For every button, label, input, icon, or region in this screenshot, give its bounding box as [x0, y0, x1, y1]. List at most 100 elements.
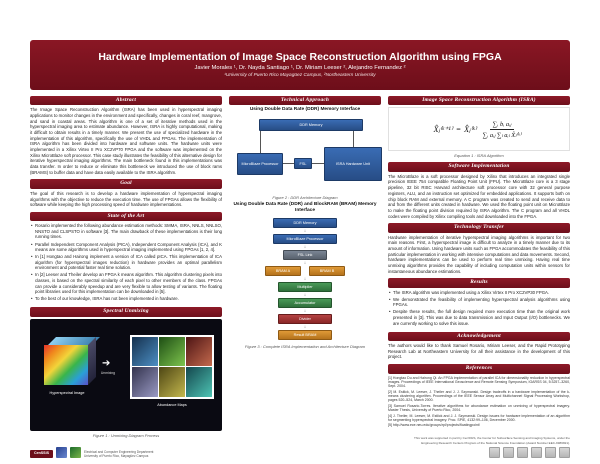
poster-footer: CenSSIS Electrical and Computer Engineer…: [30, 428, 570, 458]
software-implementation-heading: Software Implementation: [388, 162, 570, 172]
down-arrow-icon: [304, 229, 306, 233]
abundance-maps-panel: [130, 334, 214, 399]
footer-right: This work was supported in part by CenSS…: [414, 435, 570, 458]
abundance-tile: [132, 367, 158, 397]
censsis-logo: CenSSIS: [30, 450, 53, 458]
technology-transfer-heading: Technology Transfer: [388, 223, 570, 233]
diagram-box-isra: ISRA Hardware Unit: [324, 147, 382, 182]
goal-body: The goal of this research is to develop …: [30, 190, 222, 208]
section-references: References [1] Hongtao Du and Hairong Qi…: [388, 364, 570, 429]
references-heading: References: [388, 364, 570, 374]
partner-logo: [531, 447, 542, 458]
partner-logo: [503, 447, 514, 458]
figure2-caption: Figure 2 : DDR Architecture Diagram: [272, 195, 338, 201]
flow-box-microblaze: MicroBlaze Processor: [273, 233, 337, 244]
footer-left-text: Electrical and Computer Engineering Depa…: [84, 450, 153, 459]
poster-title: Hardware Implementation of Image Space R…: [98, 50, 502, 63]
section-acknowledgement: Acknowledgement The authors would like t…: [388, 331, 570, 360]
section-software-implementation: Software Implementation The MicroBlaze i…: [388, 162, 570, 219]
state-of-the-art-list: Rosario implemented the following abunda…: [30, 223, 222, 303]
connector-line: [260, 131, 261, 154]
list-item: Despite these results, the full design r…: [389, 309, 570, 326]
diagram-box-ddr: DDR Memory: [259, 119, 363, 132]
state-of-the-art-heading: State of the Art: [30, 211, 222, 222]
footer-right-line1: This work was supported in part by CenSS…: [414, 435, 570, 440]
section-technical-approach: Technical Approach Using Double Data Rat…: [229, 96, 382, 349]
department-logo: [55, 447, 67, 458]
abstract-heading: Abstract: [30, 96, 222, 106]
technical-approach-heading: Technical Approach: [229, 96, 381, 106]
footer-left-line2: University of Puerto Rico, Mayagüez Camp…: [83, 454, 149, 458]
middle-column: Technical Approach Using Double Data Rat…: [229, 96, 382, 424]
poster-header: Hardware Implementation of Image Space R…: [30, 40, 570, 90]
flow-box-bram-b: BRAM B: [309, 265, 345, 276]
bram-subheading: Using Double Data Rate (DDR) and BlockRA…: [233, 202, 377, 213]
spectral-unmixing-heading: Spectral Unmixing: [30, 307, 222, 317]
hyperspectral-cube-side-face: [88, 336, 96, 385]
list-item: In [1] Hongtao and Hairong implement a v…: [31, 254, 222, 271]
abundance-tile: [186, 367, 212, 397]
partner-logo: [517, 447, 528, 458]
connector-line: [283, 163, 294, 165]
cube-label: Hyperspectral Image: [49, 390, 85, 395]
flow-box-fsl: FSL Link: [283, 249, 327, 260]
isra-flow-diagram: DDR Memory MicroBlaze Processor FSL Link…: [229, 216, 381, 342]
reference-item: [3] Samuel Rosario-Torres. Iterative alg…: [388, 403, 570, 413]
left-column: Abstract The Image Space Reconstruction …: [30, 96, 222, 438]
list-item: We demonstrated the feasibility of imple…: [389, 297, 570, 308]
isra-heading: Image Space Reconstruction Algorithm (IS…: [388, 96, 570, 106]
software-implementation-body: The MicroBlaze is a soft processor desig…: [388, 173, 570, 219]
partner-logo: [559, 447, 570, 458]
flow-box-divider: Divider: [278, 313, 332, 324]
section-spectral-unmixing: Spectral Unmixing Hyperspectral Image Un…: [30, 307, 222, 438]
section-state-of-the-art: State of the Art Rosario implemented the…: [30, 211, 222, 303]
down-arrow-icon: [304, 309, 306, 313]
equals-sign: =: [455, 124, 462, 134]
figure1-caption: Figure 1 : Unmixing Diagram Process: [92, 432, 160, 438]
technology-transfer-body: Hardware implementation of iterative hyp…: [388, 234, 570, 274]
equation-lhs: X̂ⱼ⁽ᵏ⁺¹⁾: [433, 124, 453, 134]
flow-box-accumulator: Accumulator: [278, 297, 332, 308]
poster-columns: Abstract The Image Space Reconstruction …: [30, 96, 570, 438]
reference-item: [4] J. Theiler, M. Leeser, M. Estlick an…: [388, 413, 570, 422]
partner-logo: [489, 447, 500, 458]
list-item: Rosario implemented the following abunda…: [31, 223, 222, 240]
ddr-architecture-diagram: DDR Memory MicroBlaze Processor FSL ISRA…: [229, 115, 382, 194]
header-text: Hardware Implementation of Image Space R…: [98, 50, 502, 78]
poster-authors: Javier Morales ¹, Dr. Nayda Santiago ¹, …: [194, 65, 406, 72]
flow-box-result-bram: Result BRAM: [278, 329, 332, 340]
footer-right-line2: Engineering Research Centers Program of …: [421, 440, 570, 445]
section-results: Results The ISRA algorithm was implement…: [388, 278, 570, 327]
down-arrow-icon: [304, 261, 306, 265]
abstract-body: The Image Space Reconstruction Algorithm…: [30, 107, 222, 175]
acknowledgement-body: The authors would like to thank Samuel R…: [388, 343, 570, 360]
connector-line: [312, 163, 324, 165]
abundance-tile: [159, 367, 185, 397]
abundance-tile: [186, 336, 212, 366]
section-abstract: Abstract The Image Space Reconstruction …: [30, 96, 222, 175]
footer-left: CenSSIS Electrical and Computer Engineer…: [30, 447, 153, 458]
ddr-subheading: Using Double Data Rate (DDR) Memory Inte…: [249, 107, 361, 113]
goal-heading: Goal: [30, 179, 222, 189]
unmixing-label: Unmixing: [100, 370, 116, 375]
equation-fraction: ∑ᵢ bᵢ aᵢⱼ ∑ᵢ aᵢⱼ ∑ₗ aᵢₗ X̂ₗ⁽ᵏ⁾: [480, 120, 525, 139]
abundance-maps-label: Abundance Maps: [157, 402, 187, 407]
equation1-caption: Equation 1 : ISRA Algorithm: [454, 153, 504, 159]
down-arrow-icon: [304, 277, 306, 281]
down-arrow-icon: [304, 325, 306, 329]
unmixing-arrow-icon: [102, 359, 110, 369]
unmixing-figure: Hyperspectral Image Unmixing Abundance M…: [30, 318, 222, 431]
figure3-caption: Figure 3 : Complete ISRA Implementation …: [244, 343, 366, 349]
equation-factor: X̂ⱼ⁽ᵏ⁾: [464, 124, 477, 134]
section-technology-transfer: Technology Transfer Hardware implementat…: [388, 223, 570, 274]
footer-left-line1: Electrical and Computer Engineering Depa…: [83, 449, 154, 454]
partner-logo: [545, 447, 556, 458]
bram-row: BRAM A BRAM B: [265, 265, 345, 276]
list-item: In [2] Leeser and Theiler develop an FPG…: [31, 272, 222, 294]
flow-box-ddr: DDR Memory: [273, 217, 337, 228]
section-isra: Image Space Reconstruction Algorithm (IS…: [388, 96, 570, 158]
down-arrow-icon: [304, 245, 306, 249]
equation-numerator: ∑ᵢ bᵢ aᵢⱼ: [489, 120, 515, 130]
university-logo: [69, 447, 81, 458]
